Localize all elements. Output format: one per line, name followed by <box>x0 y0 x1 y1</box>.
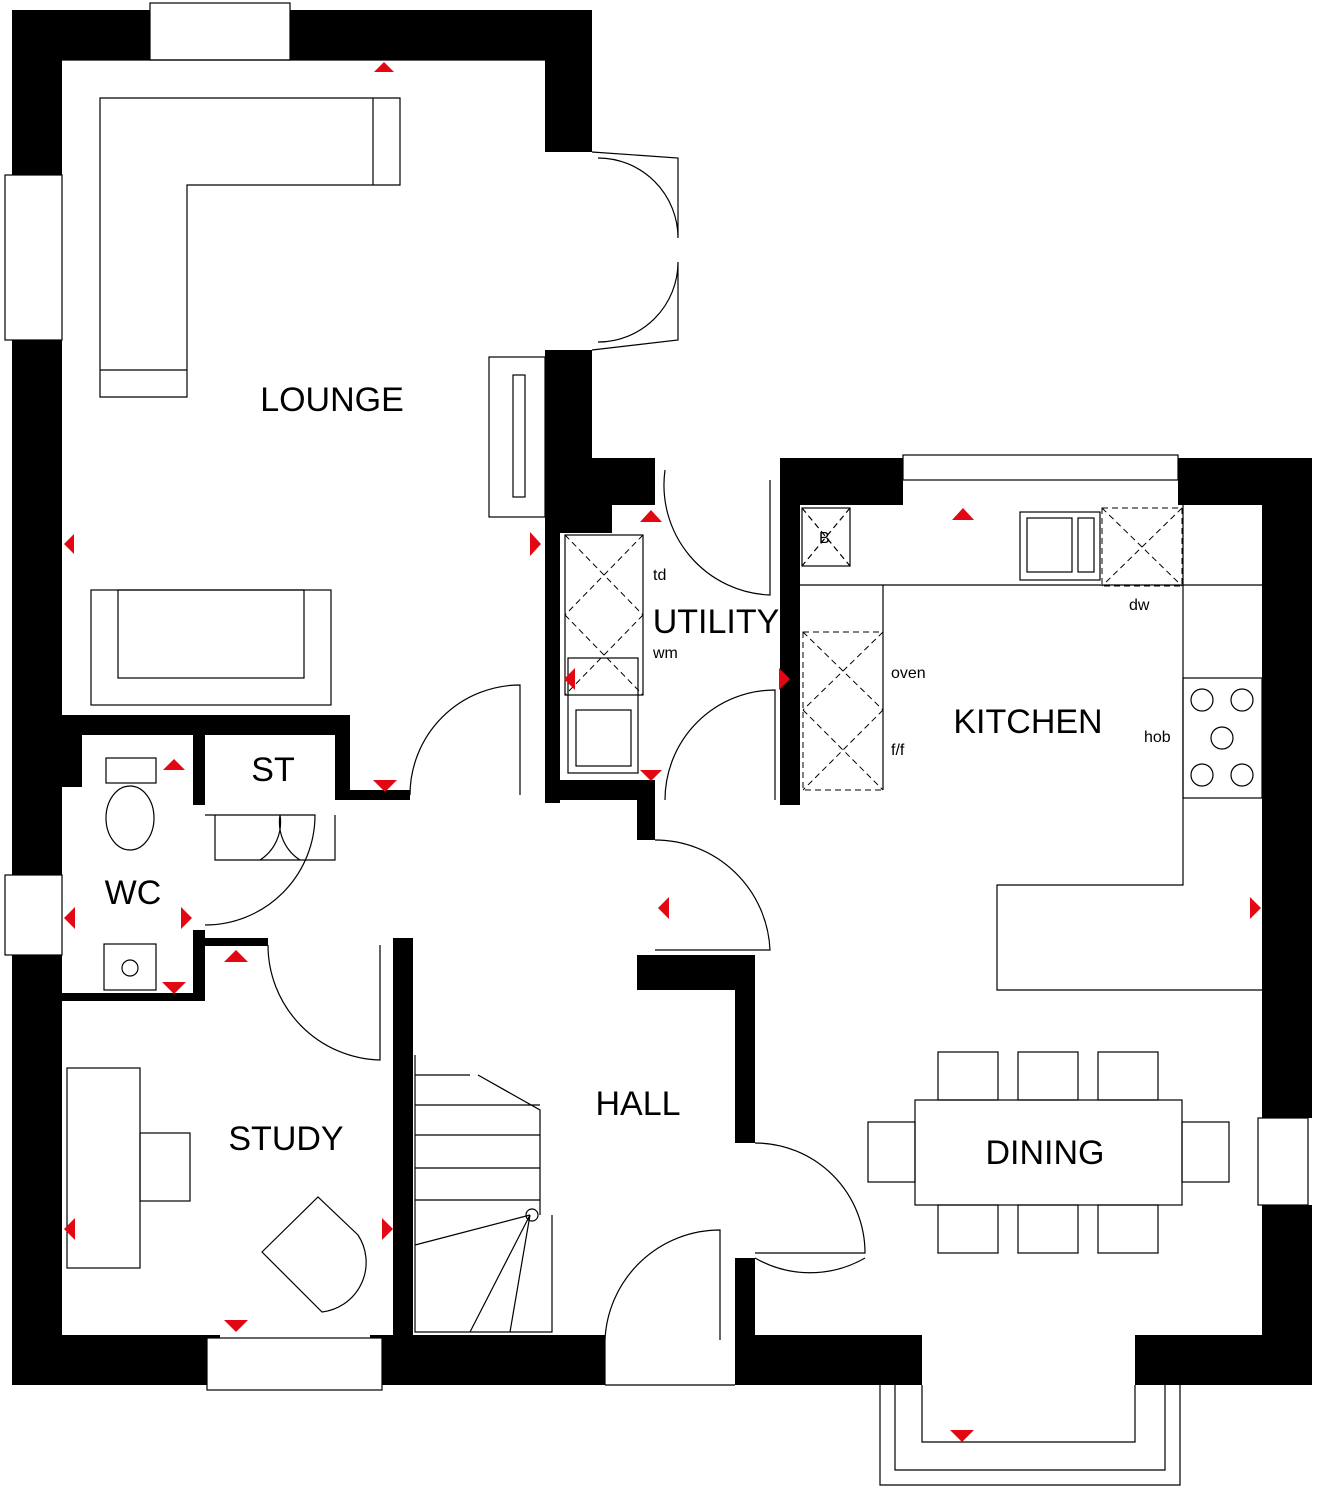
windows <box>4 2 1309 1486</box>
walls <box>12 10 1312 1385</box>
label-wm: wm <box>652 645 678 662</box>
label-oven: oven <box>891 665 926 682</box>
orientation-markers <box>64 62 1261 1442</box>
label-hob: hob <box>1144 729 1171 746</box>
room-label-lounge: LOUNGE <box>260 381 404 419</box>
doors <box>204 151 866 1386</box>
room-label-study: STUDY <box>228 1120 343 1158</box>
label-ff: f/f <box>891 742 905 759</box>
room-label-dining: DINING <box>986 1134 1105 1172</box>
room-label-kitchen: KITCHEN <box>953 703 1102 741</box>
label-boiler: B <box>819 530 830 547</box>
room-label-utility: UTILITY <box>653 603 780 641</box>
label-td: td <box>653 567 666 584</box>
room-label-hall: HALL <box>595 1085 680 1123</box>
label-dw: dw <box>1129 597 1150 614</box>
furniture <box>62 59 1263 1333</box>
room-label-wc: WC <box>105 874 162 912</box>
labels: LOUNGE UTILITY KITCHEN ST WC STUDY HALL … <box>105 381 1171 1172</box>
room-label-st: ST <box>251 751 294 789</box>
